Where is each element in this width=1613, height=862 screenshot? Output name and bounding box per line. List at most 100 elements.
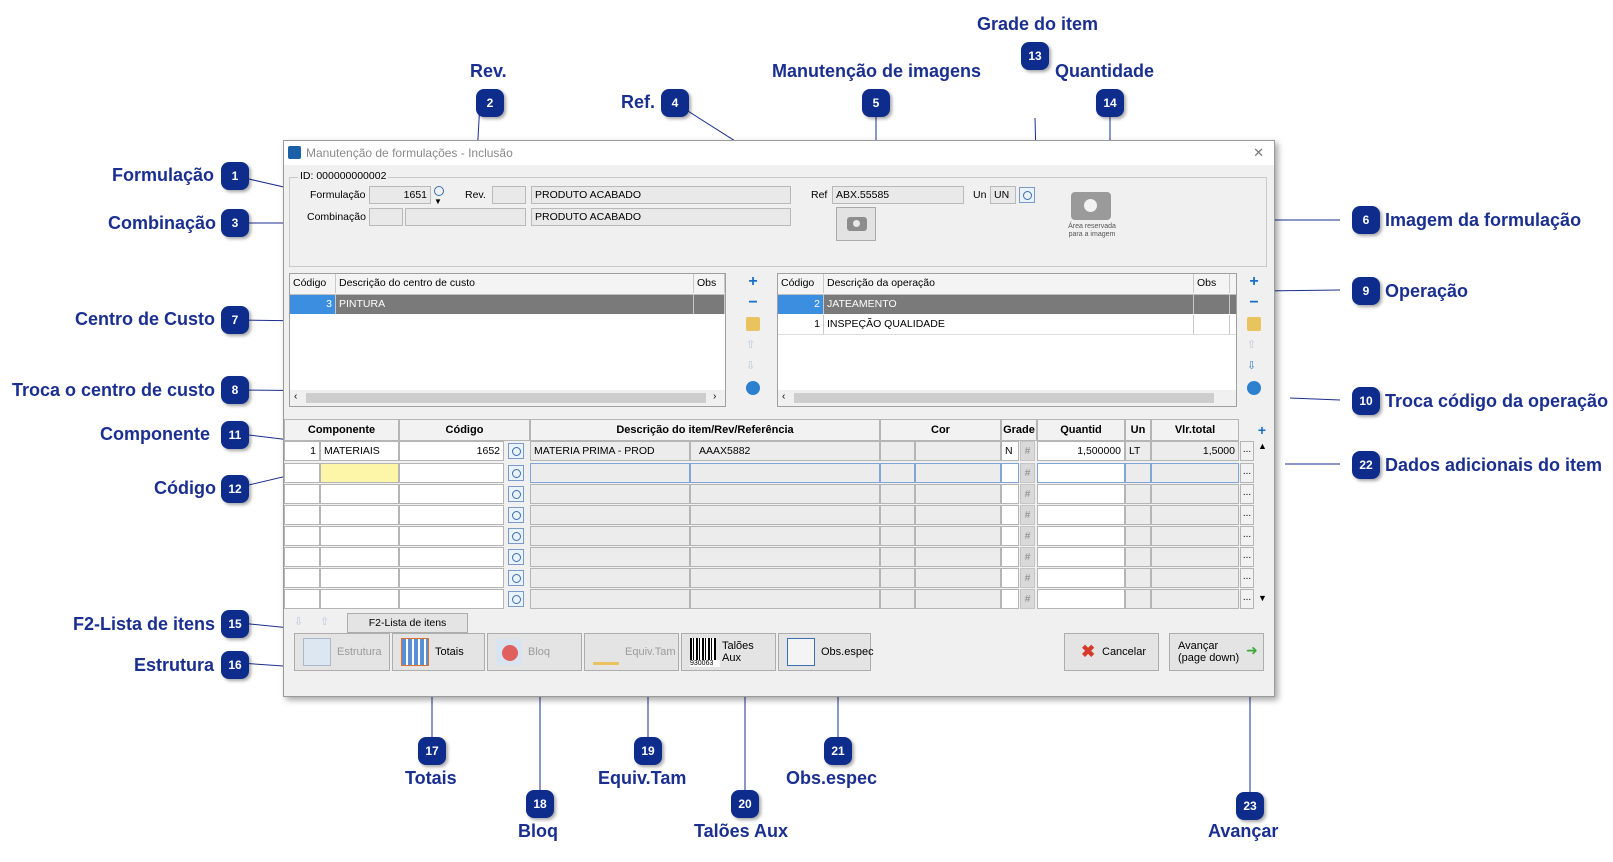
items-header-vlr-total[interactable]: Vlr.total xyxy=(1151,419,1239,441)
item-extra-data-button[interactable]: ... xyxy=(1240,547,1254,567)
un-lookup-icon[interactable] xyxy=(1019,187,1035,203)
cc-header-descricao[interactable]: Descrição do centro de custo xyxy=(336,274,694,293)
grade-icon[interactable]: # xyxy=(1020,505,1035,525)
edit-operation-icon[interactable] xyxy=(1247,317,1261,331)
op-horizontal-scrollbar[interactable]: ‹ xyxy=(778,390,1236,406)
item-extra-data-button[interactable]: ... xyxy=(1240,441,1254,461)
badge-9: 9 xyxy=(1352,277,1380,305)
block-icon xyxy=(496,639,522,665)
grade-icon[interactable]: # xyxy=(1020,568,1035,588)
ref-input[interactable]: ABX.55585 xyxy=(832,186,964,204)
swap-cost-center-icon[interactable] xyxy=(746,381,760,395)
items-header-quantid[interactable]: Quantid xyxy=(1037,419,1125,441)
cancel-x-icon: ✖ xyxy=(1081,642,1096,661)
taloes-aux-button[interactable]: 930063 Talões Aux xyxy=(681,633,776,671)
item-lookup-icon[interactable] xyxy=(508,465,524,481)
image-maintenance-button[interactable] xyxy=(836,207,876,241)
callout-estrutura: Estrutura xyxy=(134,655,215,675)
un-input[interactable]: UN xyxy=(990,186,1016,204)
item-extra-data-button[interactable]: ... xyxy=(1240,463,1254,483)
callout-troca-centro: Troca o centro de custo xyxy=(12,380,216,400)
item-lookup-icon[interactable] xyxy=(508,570,524,586)
estrutura-button[interactable]: Estrutura xyxy=(294,633,390,671)
item-extra-data-button[interactable]: ... xyxy=(1240,484,1254,504)
grade-icon[interactable]: # xyxy=(1020,526,1035,546)
item-extra-data-button[interactable]: ... xyxy=(1240,505,1254,525)
row-down-icon[interactable]: ⇩ xyxy=(294,616,304,628)
badge-12: 12 xyxy=(221,475,249,503)
item-lookup-icon[interactable] xyxy=(508,591,524,607)
badge-6: 6 xyxy=(1352,206,1380,234)
combinacao-code-input[interactable] xyxy=(369,208,403,226)
search-icon[interactable] xyxy=(434,186,444,196)
edit-cost-center-icon[interactable] xyxy=(746,317,760,331)
item-lookup-icon[interactable] xyxy=(508,549,524,565)
window-title: Manutenção de formulações - Inclusão xyxy=(306,146,513,160)
totais-button[interactable]: Totais xyxy=(392,633,485,671)
combinacao-label: Combinação xyxy=(307,211,366,223)
add-cost-center-icon[interactable]: + xyxy=(748,273,758,290)
equiv-tam-button[interactable]: Equiv.Tam xyxy=(584,633,679,671)
callout-operacao: Operação xyxy=(1385,281,1469,301)
cc-horizontal-scrollbar[interactable]: ‹ › xyxy=(290,390,725,406)
items-header-descricao[interactable]: Descrição do item/Rev/Referência xyxy=(530,419,880,441)
rev-input[interactable] xyxy=(492,186,526,204)
op-move-up-icon[interactable]: ⇧ xyxy=(1247,339,1257,351)
badge-14: 14 xyxy=(1096,89,1124,117)
image-area-note: Área reservada para a imagem xyxy=(1068,223,1116,238)
table-row[interactable]: 3 PINTURA xyxy=(290,295,725,314)
dropdown-arrow-icon[interactable]: ▼ xyxy=(434,197,442,206)
f2-items-list-button[interactable]: F2-Lista de itens xyxy=(347,613,468,633)
remove-cost-center-icon[interactable]: − xyxy=(748,294,758,311)
cc-header-codigo[interactable]: Código xyxy=(290,274,336,293)
item-lookup-icon[interactable] xyxy=(508,528,524,544)
item-extra-data-button[interactable]: ... xyxy=(1240,526,1254,546)
cancelar-button[interactable]: ✖ Cancelar xyxy=(1064,633,1159,671)
formulation-window: Manutenção de formulações - Inclusão ✕ I… xyxy=(283,140,1275,697)
op-move-down-icon[interactable]: ⇩ xyxy=(1247,360,1257,372)
items-header-grade[interactable]: Grade xyxy=(1001,419,1037,441)
table-row[interactable]: 1 INSPEÇÃO QUALIDADE xyxy=(778,315,1236,335)
item-lookup-icon[interactable] xyxy=(508,507,524,523)
items-header-codigo[interactable]: Código xyxy=(399,419,530,441)
grade-icon[interactable]: # xyxy=(1020,484,1035,504)
move-up-icon[interactable]: ⇧ xyxy=(746,339,756,351)
remove-operation-icon[interactable]: − xyxy=(1249,294,1259,311)
obs-espec-button[interactable]: Obs.espec xyxy=(778,633,874,671)
row-up-icon[interactable]: ⇧ xyxy=(320,616,330,628)
rev-label: Rev. xyxy=(465,189,486,201)
add-operation-icon[interactable]: + xyxy=(1249,273,1259,290)
grade-icon[interactable]: # xyxy=(1020,463,1035,483)
op-header-obs[interactable]: Obs xyxy=(1194,274,1230,293)
formulacao-input[interactable]: 1651 xyxy=(369,186,431,204)
app-icon xyxy=(288,146,301,159)
cc-header-obs[interactable]: Obs xyxy=(694,274,725,293)
items-header-cor[interactable]: Cor xyxy=(880,419,1001,441)
item-extra-data-button[interactable]: ... xyxy=(1240,589,1254,609)
item-lookup-icon[interactable] xyxy=(508,486,524,502)
combinacao-desc-input[interactable] xyxy=(405,208,526,226)
callout-dados-adicionais: Dados adicionais do item xyxy=(1385,455,1603,475)
bloq-button[interactable]: Bloq xyxy=(487,633,582,671)
table-row[interactable]: 2 JATEAMENTO xyxy=(778,295,1236,314)
barcode-icon: 930063 xyxy=(690,638,720,667)
close-icon[interactable]: ✕ xyxy=(1253,145,1264,160)
formulation-image-camera-icon[interactable] xyxy=(1071,192,1111,220)
item-lookup-icon[interactable] xyxy=(508,443,524,459)
grade-icon[interactable]: # xyxy=(1020,441,1035,461)
swap-operation-icon[interactable] xyxy=(1247,381,1261,395)
badge-13: 13 xyxy=(1021,42,1049,70)
badge-20: 20 xyxy=(731,790,759,818)
avancar-button[interactable]: Avançar (page down) ➜ xyxy=(1169,633,1264,671)
op-header-codigo[interactable]: Código xyxy=(778,274,824,293)
add-item-icon[interactable]: + xyxy=(1257,422,1267,438)
move-down-icon[interactable]: ⇩ xyxy=(746,360,756,372)
grade-icon[interactable]: # xyxy=(1020,589,1035,609)
items-header-un[interactable]: Un xyxy=(1125,419,1151,441)
grade-icon[interactable]: # xyxy=(1020,547,1035,567)
item-extra-data-button[interactable]: ... xyxy=(1240,568,1254,588)
items-header-componente[interactable]: Componente xyxy=(284,419,399,441)
badge-10: 10 xyxy=(1352,387,1380,415)
op-header-descricao[interactable]: Descrição da operação xyxy=(824,274,1194,293)
items-vertical-scrollbar[interactable]: ▲ ▼ xyxy=(1256,441,1270,603)
